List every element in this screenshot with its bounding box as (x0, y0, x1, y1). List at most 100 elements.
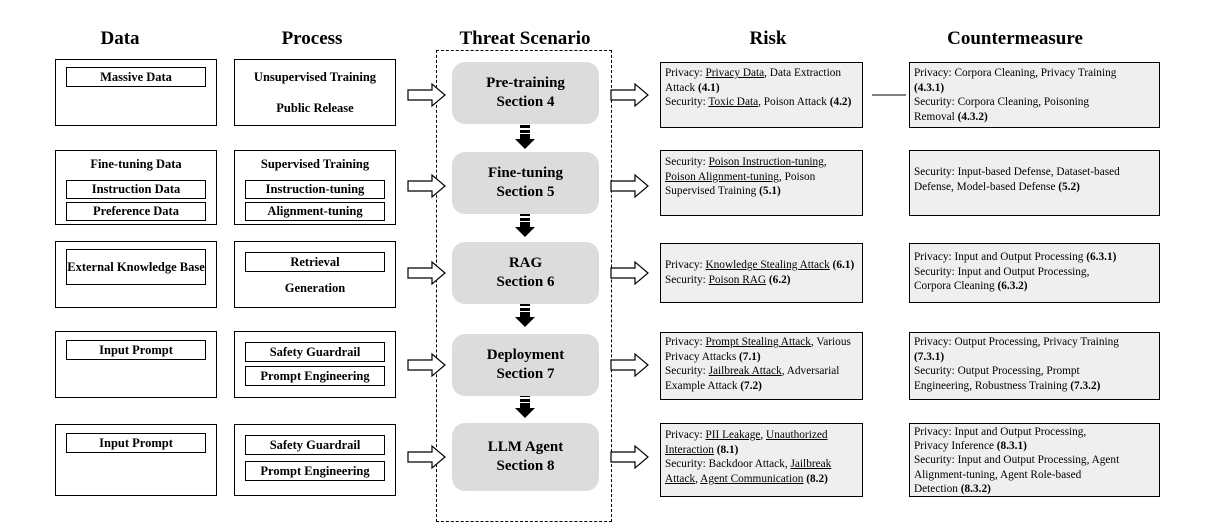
countermeasure-text: Privacy: Input and Output Processing (914, 251, 1087, 263)
process-box-pretraining: Unsupervised Training Public Release (234, 59, 396, 126)
section-ref: (8.2) (803, 472, 828, 485)
process-item-retrieval: Retrieval (245, 252, 385, 272)
countermeasure-text: Privacy: Output Processing, Privacy Trai… (914, 336, 1119, 348)
arrow-deployment-to-risk (610, 353, 649, 377)
section-ref: (7.3.1) (914, 350, 945, 363)
countermeasure-text: Security: Corpora Cleaning, Poisoning (914, 96, 1090, 109)
risk-term: Toxic Data (708, 96, 759, 109)
stage-name: RAG (508, 255, 543, 271)
risk-text: Attack (665, 81, 698, 94)
section-ref: (7.2) (740, 379, 762, 392)
process-item-unsupervised-training: Unsupervised Training (253, 70, 377, 84)
data-item-external-knowledge-base: External Knowledge Base (66, 249, 206, 285)
stage-section: Section 7 (496, 366, 555, 382)
arrow-agent-to-risk (610, 445, 649, 469)
stage-section: Section 4 (496, 94, 555, 110)
risk-text: , (695, 472, 701, 485)
countermeasure-text: Alignment-tuning, Agent Role-based (914, 468, 1082, 481)
risk-box-finetuning: Security: Poison Instruction-tuning, Poi… (660, 150, 863, 216)
risk-term: Poison Alignment-tuning (665, 170, 779, 183)
risk-term: Attack (665, 472, 696, 485)
arrow-process-to-rag (407, 261, 446, 285)
countermeasure-text: Security: Output Processing, Prompt (914, 365, 1080, 378)
countermeasure-text: Detection (914, 482, 961, 495)
section-ref: (5.2) (1058, 180, 1080, 193)
stage-name: Deployment (486, 347, 565, 363)
risk-text: Privacy: (665, 259, 706, 271)
process-item-instruction-tuning: Instruction-tuning (245, 180, 385, 199)
section-ref: (4.1) (697, 81, 720, 94)
stage-pretraining: Pre-training Section 4 (452, 62, 599, 124)
data-item-input-prompt: Input Prompt (66, 433, 206, 453)
risk-text: Privacy Attacks (665, 350, 740, 363)
process-item-public-release: Public Release (276, 101, 354, 115)
risk-box-deployment: Privacy: Prompt Stealing Attack, Various… (660, 332, 863, 400)
countermeasure-text: Privacy Inference (914, 440, 997, 453)
data-box-deployment: Input Prompt (55, 331, 217, 398)
risk-term: Jailbreak (790, 458, 832, 471)
risk-text: , (823, 156, 827, 168)
risk-term: Poison RAG (708, 273, 767, 286)
arrow-process-to-pretraining (407, 83, 446, 107)
risk-term: PII Leakage (705, 429, 761, 441)
process-item-prompt-engineering: Prompt Engineering (245, 366, 385, 386)
section-ref: (8.3.1) (996, 440, 1027, 453)
countermeasure-box-finetuning: Security: Input-based Defense, Dataset-b… (909, 150, 1160, 216)
risk-text: Security: (665, 156, 709, 168)
header-threat-scenario: Threat Scenario (459, 28, 591, 49)
stage-rag: RAG Section 6 (452, 242, 599, 304)
section-ref: (6.3.1) (1086, 251, 1117, 263)
risk-text: , Poison Attack (758, 96, 830, 109)
stage-section: Section 5 (496, 184, 555, 200)
process-item-alignment-tuning: Alignment-tuning (245, 202, 385, 221)
risk-term: Interaction (665, 443, 714, 456)
countermeasure-text: Corpora Cleaning (914, 280, 998, 293)
countermeasure-text: Privacy: Corpora Cleaning, Privacy Train… (914, 67, 1117, 79)
risk-text: Security: (665, 273, 709, 286)
stage-finetuning: Fine-tuning Section 5 (452, 152, 599, 214)
data-item-preference-data: Preference Data (66, 202, 206, 221)
risk-text: Supervised Training (665, 185, 760, 198)
risk-term: Knowledge Stealing Attack (705, 259, 830, 271)
stage-section: Section 8 (496, 458, 555, 474)
process-item-safety-guardrail: Safety Guardrail (245, 342, 385, 362)
countermeasure-text: Privacy: Input and Output Processing, (914, 426, 1087, 438)
process-title-supervised-training: Supervised Training (260, 157, 370, 171)
risk-box-agent: Privacy: PII Leakage, Unauthorized Inter… (660, 423, 863, 497)
risk-box-pretraining: Privacy: Privacy Data, Data Extraction A… (660, 62, 863, 128)
header-data: Data (100, 28, 140, 49)
stage-name: LLM Agent (487, 439, 564, 455)
risk-text: Security: (665, 365, 709, 378)
data-item-input-prompt: Input Prompt (66, 340, 206, 360)
arrow-rag-to-risk (610, 261, 649, 285)
flow-arrow-3 (515, 303, 535, 327)
countermeasure-text: Security: Input and Output Processing, A… (914, 454, 1120, 467)
risk-term: Privacy Data (705, 67, 765, 79)
section-ref: (8.3.2) (960, 482, 991, 495)
risk-text: Privacy: (665, 336, 706, 348)
risk-term: Poison Instruction-tuning (708, 156, 824, 168)
countermeasure-box-pretraining: Privacy: Corpora Cleaning, Privacy Train… (909, 62, 1160, 128)
risk-text: Security: Backdoor Attack, (665, 458, 791, 471)
arrow-finetuning-to-risk (610, 174, 649, 198)
countermeasure-box-rag: Privacy: Input and Output Processing (6.… (909, 243, 1160, 303)
process-box-rag: Retrieval Generation (234, 241, 396, 308)
risk-text: , Various (810, 336, 851, 348)
risk-text: Example Attack (665, 379, 741, 392)
stage-name: Fine-tuning (487, 165, 563, 181)
section-ref: (4.2) (829, 96, 852, 109)
section-ref: (8.1) (713, 443, 739, 456)
data-item-massive-data: Massive Data (66, 67, 206, 87)
process-item-generation: Generation (284, 281, 346, 295)
process-box-deployment: Safety Guardrail Prompt Engineering (234, 331, 396, 398)
header-process: Process (281, 28, 343, 49)
section-ref: (5.1) (759, 185, 781, 198)
process-box-finetuning: Supervised Training Instruction-tuning A… (234, 150, 396, 225)
risk-term: Agent Communication (700, 472, 804, 485)
risk-text: Privacy: (665, 429, 706, 441)
arrow-pretraining-to-risk (610, 83, 649, 107)
header-risk: Risk (749, 28, 787, 49)
process-item-prompt-engineering: Prompt Engineering (245, 461, 385, 481)
countermeasure-box-deployment: Privacy: Output Processing, Privacy Trai… (909, 332, 1160, 400)
